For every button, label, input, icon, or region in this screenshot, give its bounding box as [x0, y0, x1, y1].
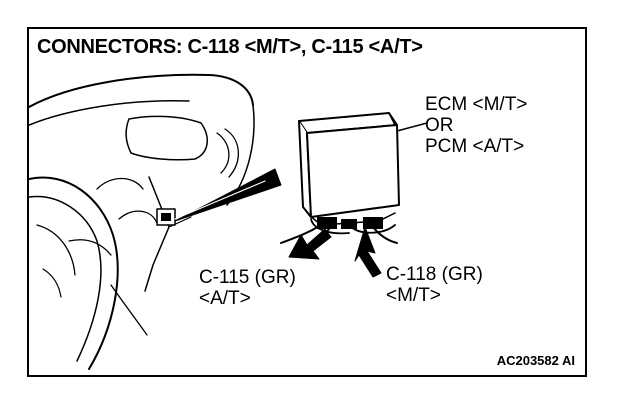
- ecm-label-line2: OR: [425, 115, 454, 136]
- ecm-label-line1: ECM <M/T>: [425, 94, 528, 115]
- c115-label-line2: <A/T>: [199, 288, 251, 309]
- diagram-frame: CONNECTORS: C-118 <M/T>, C-115 <A/T> ECM…: [27, 27, 587, 377]
- c118-arrow: [354, 226, 382, 278]
- diagram-title: CONNECTORS: C-118 <M/T>, C-115 <A/T>: [37, 36, 423, 58]
- figure-id: AC203582 AI: [496, 353, 575, 368]
- ecm-module: [298, 112, 400, 226]
- ecm-label-line3: PCM <A/T>: [425, 136, 525, 157]
- c118-label-line1: C-118 (GR): [386, 264, 483, 285]
- vehicle-illustration: [29, 73, 428, 370]
- dash-connector-location: [156, 208, 176, 226]
- ecm-leader-line: [396, 122, 428, 132]
- dashboard-outline: [29, 73, 255, 336]
- steering-wheel: [29, 176, 119, 370]
- c118-label-line2: <M/T>: [386, 285, 441, 306]
- c115-arrow: [288, 228, 332, 260]
- callout-beam: [174, 168, 282, 222]
- c115-label-line1: C-115 (GR): [199, 267, 296, 288]
